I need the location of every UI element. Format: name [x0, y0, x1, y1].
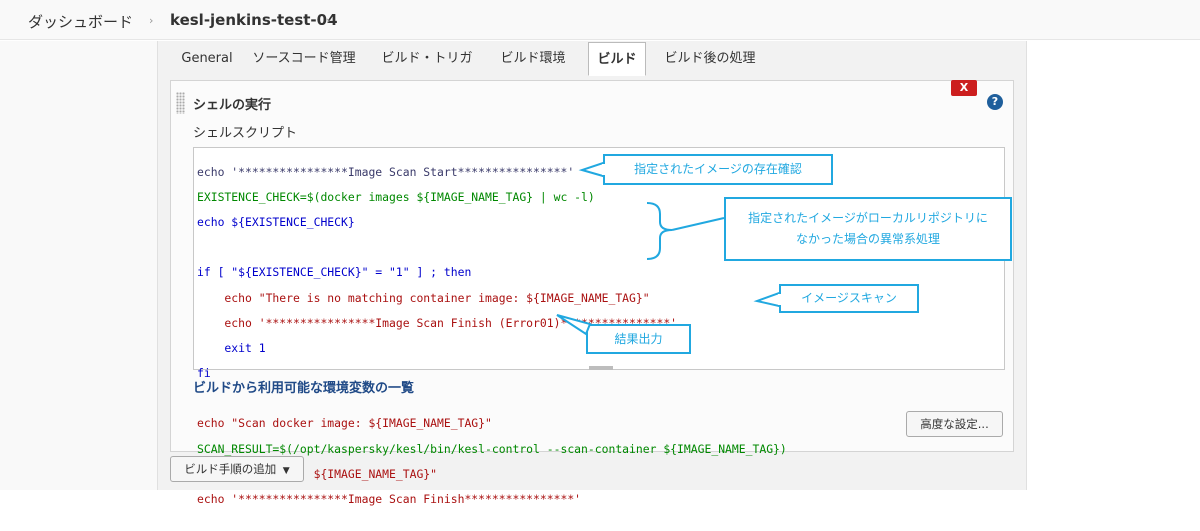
script-line: echo ${EXISTENCE_CHECK} — [197, 214, 355, 229]
script-line: SCAN_RESULT=$(/opt/kaspersky/kesl/bin/ke… — [197, 441, 787, 456]
script-line — [197, 241, 787, 254]
callout-image-scan-text: イメージスキャン — [801, 291, 897, 305]
breadcrumb-dashboard[interactable]: ダッシュボード — [28, 13, 134, 31]
config-tabs: General ソースコード管理 ビルド・トリガ ビルド環境 ビルド ビルド後の… — [158, 42, 1026, 76]
breadcrumb-bar: ダッシュボード › kesl-jenkins-test-04 › — [0, 0, 1200, 40]
script-line: echo "There is no matching container ima… — [197, 290, 650, 305]
tab-build-triggers[interactable]: ビルド・トリガ — [381, 51, 473, 66]
callout-existence-check: 指定されたイメージの存在確認 — [603, 154, 833, 185]
script-line: echo "Scan docker image: ${IMAGE_NAME_TA… — [197, 416, 492, 431]
drag-handle-icon[interactable] — [176, 92, 185, 114]
script-code: echo '****************Image Scan Start**… — [197, 153, 787, 531]
script-line: exit 1 — [197, 340, 266, 355]
tab-build[interactable]: ビルド — [588, 42, 646, 76]
callout-error-handling-line1: 指定されたイメージがローカルリポジトリに — [748, 211, 988, 225]
advanced-settings-button[interactable]: 高度な設定... — [906, 411, 1003, 437]
script-line: fi — [197, 366, 211, 381]
callout-error-handling: 指定されたイメージがローカルリポジトリに なかった場合の異常系処理 — [724, 197, 1012, 261]
help-icon[interactable]: ? — [987, 94, 1003, 110]
caret-down-icon: ▼ — [279, 466, 290, 476]
env-vars-link[interactable]: ビルドから利用可能な環境変数の一覧 — [193, 381, 415, 396]
script-line: echo '****************Image Scan Start**… — [197, 164, 575, 179]
callout-error-handling-line2: なかった場合の異常系処理 — [795, 232, 940, 246]
build-step-title: シェルの実行 — [193, 98, 272, 113]
breadcrumb-chevron-icon[interactable]: › — [326, 14, 331, 27]
callout-existence-check-text: 指定されたイメージの存在確認 — [634, 162, 802, 176]
script-line: echo '****************Image Scan Finish*… — [197, 492, 582, 507]
tab-general[interactable]: General — [181, 51, 233, 66]
script-line: echo '****************Image Scan Finish … — [197, 315, 678, 330]
breadcrumb-chevron-icon[interactable]: › — [149, 14, 154, 27]
tab-post-build[interactable]: ビルド後の処理 — [664, 51, 756, 66]
callout-image-scan: イメージスキャン — [779, 284, 919, 313]
breadcrumb-job[interactable]: kesl-jenkins-test-04 — [170, 11, 338, 29]
script-line: if [ "${EXISTENCE_CHECK}" = "1" ] ; then — [197, 265, 472, 280]
tab-source-code[interactable]: ソースコード管理 — [252, 51, 356, 66]
callout-result-output-text: 結果出力 — [614, 332, 663, 346]
tab-build-environment[interactable]: ビルド環境 — [500, 51, 566, 66]
delete-step-button[interactable]: X — [951, 80, 977, 96]
add-build-step-button[interactable]: ビルド手順の追加 ▼ — [170, 456, 304, 482]
side-panel — [0, 41, 158, 490]
shell-script-label: シェルスクリプト — [193, 126, 298, 141]
right-panel — [1026, 41, 1200, 490]
script-line: EXISTENCE_CHECK=$(docker images ${IMAGE_… — [197, 189, 595, 204]
callout-result-output: 結果出力 — [586, 324, 691, 354]
editor-resize-handle[interactable] — [589, 366, 613, 370]
add-build-step-label: ビルド手順の追加 — [184, 462, 277, 476]
